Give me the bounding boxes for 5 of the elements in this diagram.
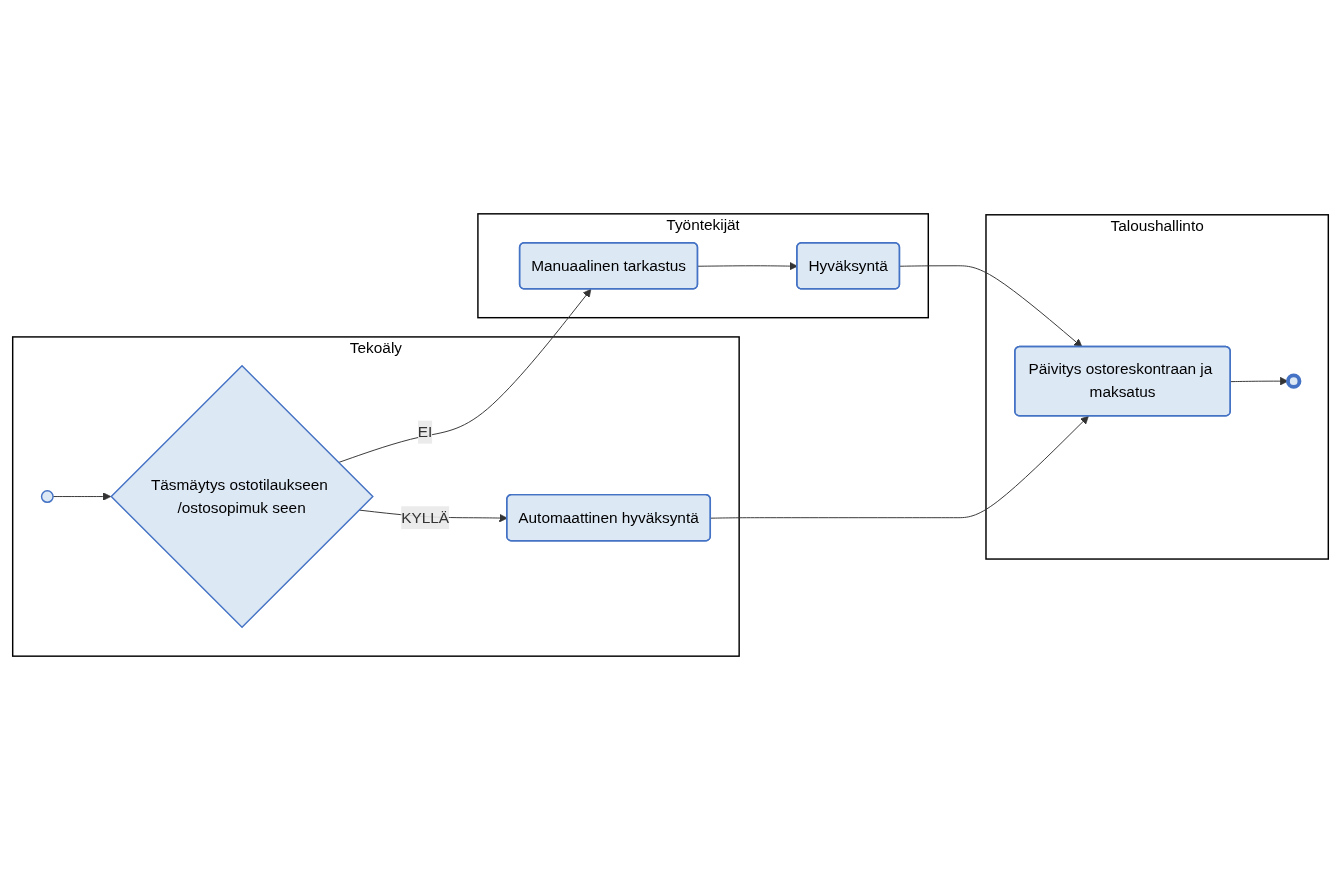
- node-circle: [1286, 373, 1302, 389]
- node-diamond: Täsmäytys ostotilaukseen /ostosopimuk seen: [110, 364, 374, 629]
- edge-label: EI: [417, 423, 433, 440]
- edge-label: KYLLÄ: [401, 509, 450, 526]
- node-circle: [40, 490, 54, 504]
